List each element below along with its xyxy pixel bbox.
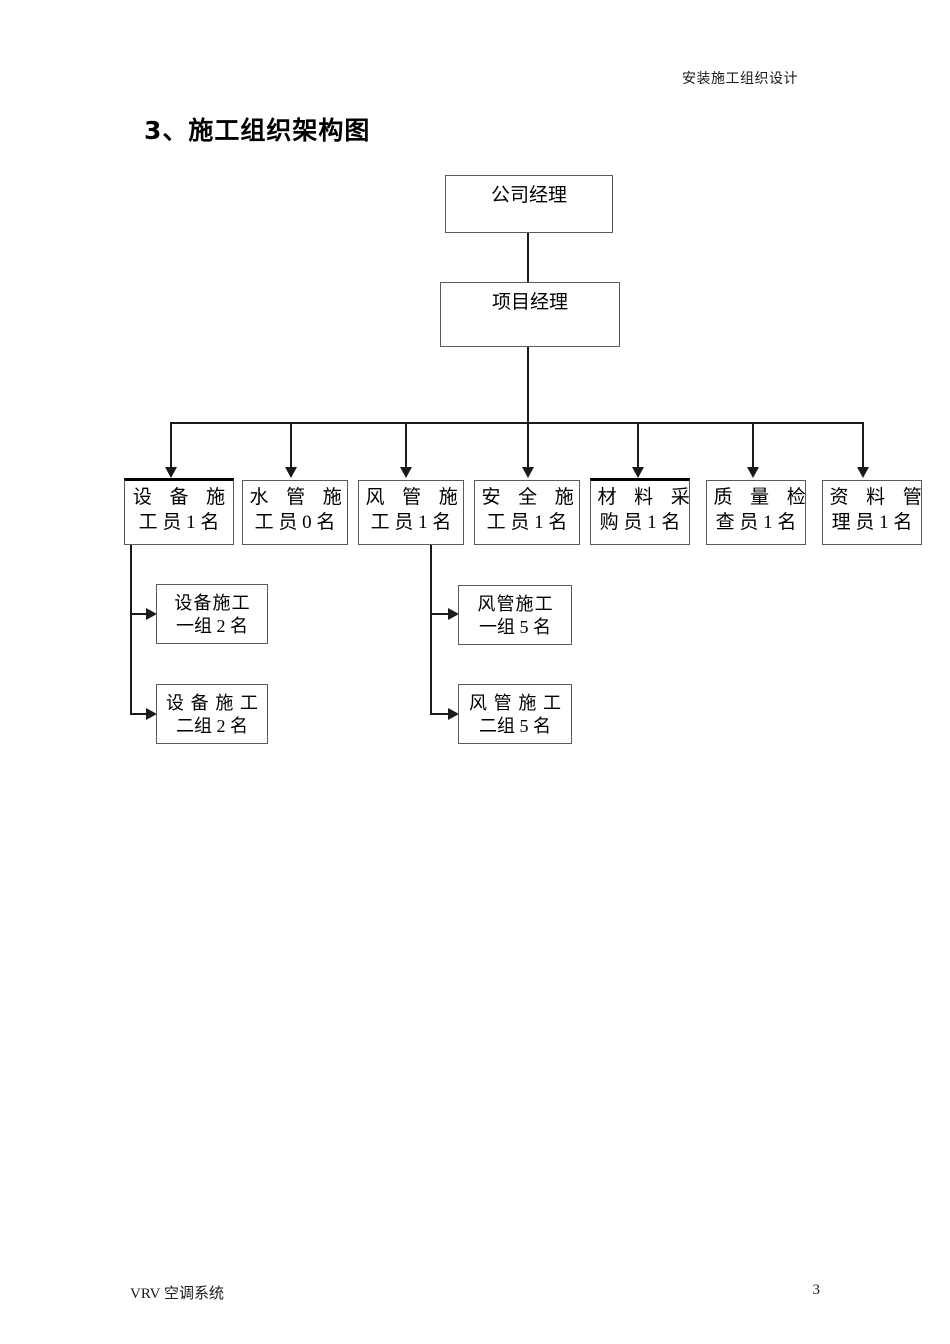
edge-equipment-trunk <box>130 545 132 714</box>
node-line: 风 管 施 工 <box>469 693 563 713</box>
node-safety-worker: 安 全 施 工 员 1 名 <box>474 480 580 545</box>
node-line: 风 管 施 <box>365 487 465 508</box>
arrowhead-water-pipe <box>285 467 297 478</box>
edge-air-duct-to-group2 <box>430 713 454 715</box>
node-material-buyer: 材 料 采 购 员 1 名 <box>590 478 690 545</box>
arrowhead-equipment-group1 <box>146 608 157 620</box>
edge-company-to-project <box>527 233 529 282</box>
node-line: 公司经理 <box>490 185 567 206</box>
edge-leg-equipment <box>170 422 172 468</box>
node-line: 查 员 1 名 <box>715 511 797 533</box>
node-data-manager: 资 料 管 理 员 1 名 <box>822 480 922 545</box>
arrowhead-data-manager <box>857 467 869 478</box>
node-line: 项目经理 <box>491 292 568 313</box>
node-air-duct-group-1: 风管施工 一组 5 名 <box>458 585 572 645</box>
node-equipment-group-1: 设备施工 一组 2 名 <box>156 584 268 644</box>
node-line: 风管施工 <box>477 594 554 614</box>
arrowhead-equipment <box>165 467 177 478</box>
section-heading: 3、施工组织架构图 <box>144 116 371 145</box>
edge-project-trunk <box>527 347 529 468</box>
node-equipment-group-2: 设 备 施 工 二组 2 名 <box>156 684 268 744</box>
node-line: 设 备 施 <box>132 487 232 508</box>
arrowhead-quality <box>747 467 759 478</box>
node-line: 资 料 管 <box>829 487 929 508</box>
node-line: 质 量 检 <box>713 487 813 508</box>
edge-leg-data-manager <box>862 422 864 468</box>
node-line: 工 员 1 名 <box>486 511 568 533</box>
node-line: 设备施工 <box>174 593 251 613</box>
edge-equipment-to-group2 <box>130 713 152 715</box>
node-quality-inspector: 质 量 检 查 员 1 名 <box>706 480 806 545</box>
node-line: 购 员 1 名 <box>599 511 681 533</box>
node-line: 一组 5 名 <box>479 617 551 638</box>
arrowhead-material <box>632 467 644 478</box>
edge-air-duct-trunk <box>430 545 432 714</box>
node-line: 一组 2 名 <box>176 616 248 637</box>
edge-air-duct-to-group1 <box>430 613 454 615</box>
edge-leg-air-duct <box>405 422 407 468</box>
arrowhead-safety <box>522 467 534 478</box>
arrowhead-equipment-group2 <box>146 708 157 720</box>
arrowhead-air-duct-group1 <box>448 608 459 620</box>
node-line: 工 员 1 名 <box>370 511 452 533</box>
node-equipment-worker: 设 备 施 工 员 1 名 <box>124 478 234 545</box>
node-line: 理 员 1 名 <box>831 511 913 533</box>
arrowhead-air-duct-group2 <box>448 708 459 720</box>
node-line: 设 备 施 工 <box>166 693 260 713</box>
node-line: 安 全 施 <box>481 487 581 508</box>
distribution-bar <box>170 422 864 424</box>
node-line: 二组 5 名 <box>479 716 551 737</box>
node-air-duct-group-2: 风 管 施 工 二组 5 名 <box>458 684 572 744</box>
edge-leg-material <box>637 422 639 468</box>
node-water-pipe-worker: 水 管 施 工 员 0 名 <box>242 480 348 545</box>
document-footer: VRV 空调系统 3 <box>130 1282 820 1304</box>
arrowhead-air-duct <box>400 467 412 478</box>
node-line: 水 管 施 <box>249 487 349 508</box>
node-line: 材 料 采 <box>597 487 697 508</box>
footer-document-name: VRV 空调系统 <box>130 1286 224 1302</box>
node-line: 工 员 1 名 <box>138 511 220 533</box>
document-header-title: 安装施工组织设计 <box>682 72 798 87</box>
footer-page-number: 3 <box>812 1282 821 1298</box>
node-project-manager: 项目经理 <box>440 282 620 347</box>
node-company-manager: 公司经理 <box>445 175 613 233</box>
node-line: 工 员 0 名 <box>254 511 336 533</box>
edge-leg-water-pipe <box>290 422 292 468</box>
node-air-duct-worker: 风 管 施 工 员 1 名 <box>358 480 464 545</box>
edge-leg-quality <box>752 422 754 468</box>
edge-equipment-to-group1 <box>130 613 152 615</box>
node-line: 二组 2 名 <box>176 716 248 737</box>
